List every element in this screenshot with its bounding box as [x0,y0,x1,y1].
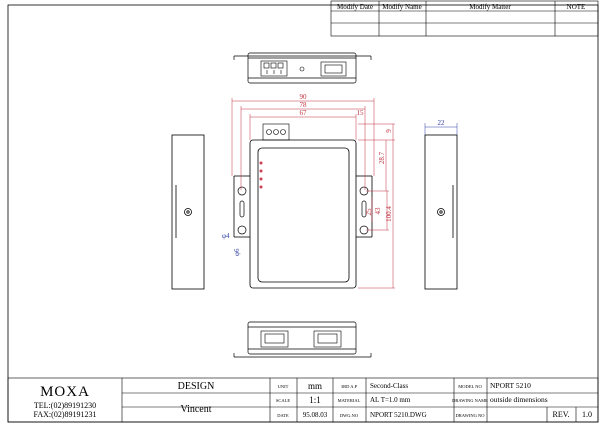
dimension-lines [231,98,395,289]
rev-header-note: NOTE [567,3,586,11]
dim-hole-phi6: φ6 [233,248,241,256]
company-name: MOXA [40,384,90,400]
depth-dimension [424,123,458,135]
model-value: NPORT 5210 [490,381,531,390]
drawing-no-label: DRAWING NO [455,413,485,418]
rev-header-modify-matter: Modify Matter [469,3,511,11]
dim-height-overall: 100.4 [385,206,393,222]
treatment-value: Second-Class [370,382,408,390]
right-side-view [424,134,458,290]
front-view [233,139,373,289]
bottom-rj45-port-1 [260,330,289,348]
revision-table [330,0,599,37]
dim-height-small: 9 [385,129,393,133]
top-led-hole [299,66,305,72]
dim-width-body: 67 [300,109,308,117]
dim-height-slot: 25 [365,208,373,216]
front-terminal-block [262,123,290,141]
dim-hole-phi4: φ4 [222,232,230,240]
dim-height-mid: 43 [374,207,382,215]
date-value: 95.08.03 [303,411,328,419]
dim-depth: 22 [438,119,446,127]
date-label: DATE [277,413,289,418]
dim-height-upper: 28.7 [378,151,386,164]
model-label: MODEL NO [458,384,482,389]
bottom-view [233,321,372,358]
material-label: MATERIAL [338,398,361,403]
dwg-value: NPORT 5210.DWG [370,411,427,419]
rev-header-modify-name: Modify Name [382,3,421,11]
mounting-holes [237,186,369,235]
top-view [233,52,372,84]
dim-width-mounting: 78 [300,101,308,109]
design-label: DESIGN [178,381,215,392]
unit-value: mm [308,381,322,391]
dim-offset-top: 15 [357,109,365,117]
dwg-label: DWG.NO [340,413,359,418]
rev-header-modify-date: Modify Date [337,3,373,11]
rev-value: 1.0 [582,410,592,419]
title-block [7,377,599,423]
scale-value: 1:1 [309,395,321,405]
scale-label: SCALE [276,398,291,403]
designer-name: Vincent [180,404,211,415]
rev-label: REV. [553,410,570,419]
company-fax: FAX:(02)89191231 [34,410,97,419]
material-value: AL T=1.0 mm [370,396,411,404]
drawing-name-label: DRAWING NAME [452,398,488,403]
top-rj45-port [320,61,347,77]
left-side-view [171,134,205,290]
drawing-name-value: outside dimensions [490,395,548,404]
led-indicators [259,161,263,189]
treatment-label: 3RD A.P [341,384,358,389]
dim-width-overall: 90 [300,93,308,101]
bottom-rj45-port-2 [313,330,342,348]
company-tel: TEL:(02)89191230 [34,401,96,410]
unit-label: UNIT [278,384,289,389]
top-terminal-block [260,60,288,77]
